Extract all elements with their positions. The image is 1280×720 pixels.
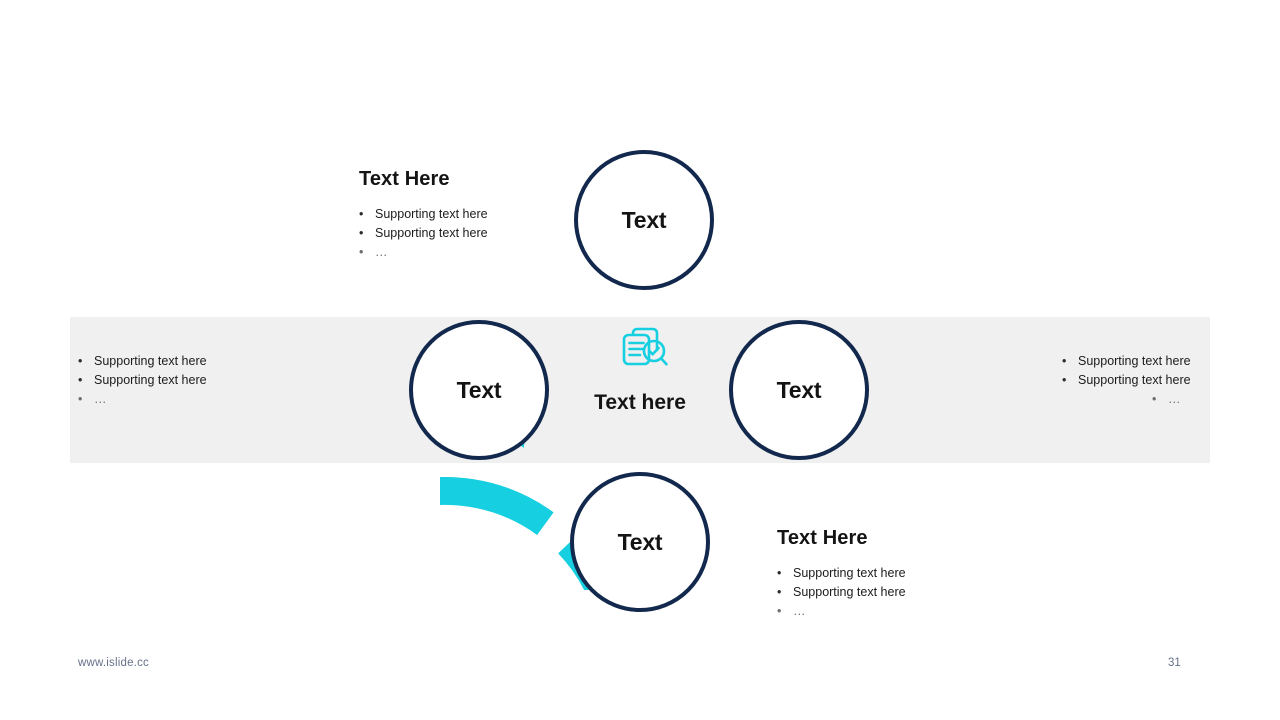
bullet-marker: • xyxy=(1062,373,1067,387)
list-item: • Supporting text here xyxy=(777,583,1017,602)
bullet-text: … xyxy=(793,604,806,618)
bullet-marker: • xyxy=(359,245,364,259)
bullet-marker: • xyxy=(359,226,364,240)
list-item: • Supporting text here xyxy=(1062,371,1212,390)
bullet-marker: • xyxy=(78,373,83,387)
list-item: • … xyxy=(1062,390,1212,409)
background-band xyxy=(70,317,1210,463)
bullet-marker: • xyxy=(777,566,782,580)
bullet-marker: • xyxy=(777,585,782,599)
bullet-marker: • xyxy=(1062,354,1067,368)
bullet-list-left: • Supporting text here • Supporting text… xyxy=(78,352,298,409)
list-item: • … xyxy=(359,243,589,262)
bullet-marker: • xyxy=(359,207,364,221)
bullet-list-right: • Supporting text here • Supporting text… xyxy=(1062,352,1212,409)
list-item: • … xyxy=(78,390,298,409)
bullet-marker: • xyxy=(1152,392,1157,406)
bullet-marker: • xyxy=(78,392,83,406)
footer-url[interactable]: www.islide.cc xyxy=(78,657,149,669)
text-block-left: • Supporting text here • Supporting text… xyxy=(78,352,298,409)
node-circle-right[interactable]: Text xyxy=(729,320,869,460)
bullet-text: Supporting text here xyxy=(375,226,488,240)
list-item: • Supporting text here xyxy=(78,371,298,390)
node-circle-top[interactable]: Text xyxy=(574,150,714,290)
bullet-text: Supporting text here xyxy=(793,585,906,599)
bullet-text: Supporting text here xyxy=(375,207,488,221)
list-item: • Supporting text here xyxy=(359,224,589,243)
list-item: • Supporting text here xyxy=(78,352,298,371)
node-label-right: Text xyxy=(776,376,822,403)
bullet-text: … xyxy=(94,392,107,406)
bullet-text: Supporting text here xyxy=(94,373,207,387)
node-circle-left[interactable]: Text xyxy=(409,320,549,460)
bullet-text: Supporting text here xyxy=(94,354,207,368)
center-label: Text here xyxy=(594,391,686,414)
block-heading-bottom-right: Text Here xyxy=(777,527,868,549)
list-item: • … xyxy=(777,602,1017,621)
text-block-top-left: Text Here • Supporting text here • Suppo… xyxy=(359,168,589,262)
node-label-top: Text xyxy=(621,206,667,233)
bullet-marker: • xyxy=(78,354,83,368)
bullet-text: Supporting text here xyxy=(1078,373,1191,387)
bullet-list-top-left: • Supporting text here • Supporting text… xyxy=(359,205,589,262)
list-item: • Supporting text here xyxy=(1062,352,1212,371)
list-item: • Supporting text here xyxy=(777,564,1017,583)
bullet-marker: • xyxy=(777,604,782,618)
list-item: • Supporting text here xyxy=(359,205,589,224)
bullet-list-bottom-right: • Supporting text here • Supporting text… xyxy=(777,564,1017,621)
node-label-bottom: Text xyxy=(617,528,663,555)
footer-page-number: 31 xyxy=(1168,657,1181,669)
bullet-text: Supporting text here xyxy=(793,566,906,580)
text-block-right: • Supporting text here • Supporting text… xyxy=(1062,352,1212,409)
node-label-left: Text xyxy=(456,376,502,403)
bullet-text: … xyxy=(375,245,388,259)
node-circle-bottom[interactable]: Text xyxy=(570,472,710,612)
bullet-text: Supporting text here xyxy=(1078,354,1191,368)
document-search-check-icon xyxy=(616,324,672,376)
block-heading-top-left: Text Here xyxy=(359,168,450,190)
text-block-bottom-right: Text Here • Supporting text here • Suppo… xyxy=(777,527,1017,621)
bullet-text: … xyxy=(1168,392,1181,406)
